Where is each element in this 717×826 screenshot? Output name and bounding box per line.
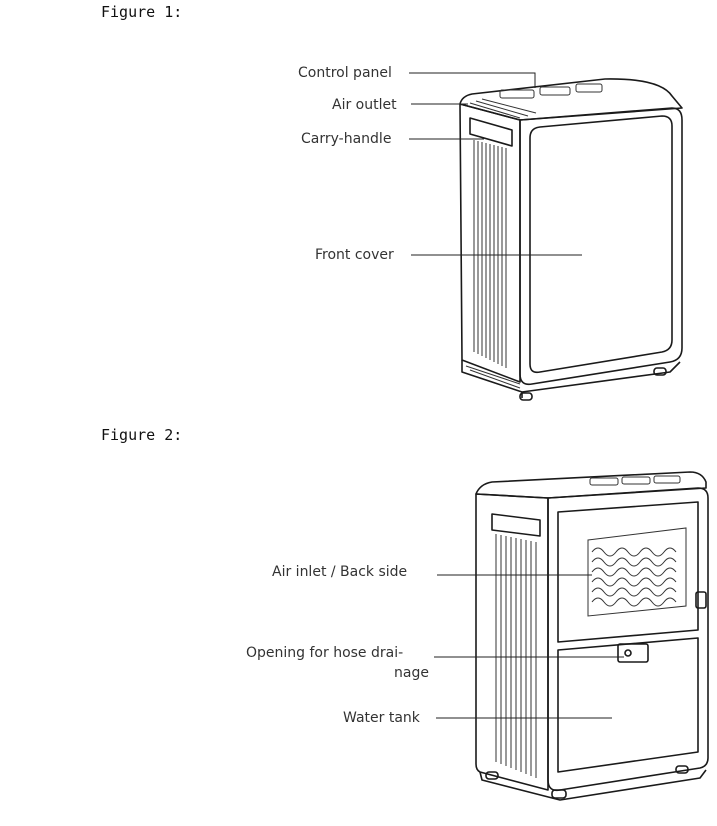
figure-1-title: Figure 1: [101, 3, 183, 21]
top-control-panel [589, 475, 681, 486]
label-air-outlet: Air outlet [332, 97, 397, 113]
label-hose-opening-line2: nage [394, 665, 429, 681]
side-vent-slats-back [495, 534, 537, 778]
label-water-tank: Water tank [343, 710, 420, 726]
control-panel-buttons [499, 83, 603, 99]
label-carry-handle: Carry-handle [301, 131, 392, 147]
air-inlet-grille [587, 527, 687, 617]
dehumidifier-back-drawing [475, 471, 709, 801]
figure-1-leader-lines [409, 72, 582, 256]
label-hose-opening-line1: Opening for hose drai- [246, 645, 404, 661]
figure-2-leader-lines [434, 574, 624, 719]
base-slats [465, 365, 521, 389]
dehumidifier-front-drawing [459, 78, 683, 401]
figure-2-title: Figure 2: [101, 426, 183, 444]
label-front-cover: Front cover [315, 247, 394, 263]
air-outlet-grille [469, 98, 537, 119]
label-control-panel: Control panel [298, 65, 392, 81]
label-air-inlet: Air inlet / Back side [272, 564, 408, 580]
side-vent-slats [473, 140, 507, 368]
